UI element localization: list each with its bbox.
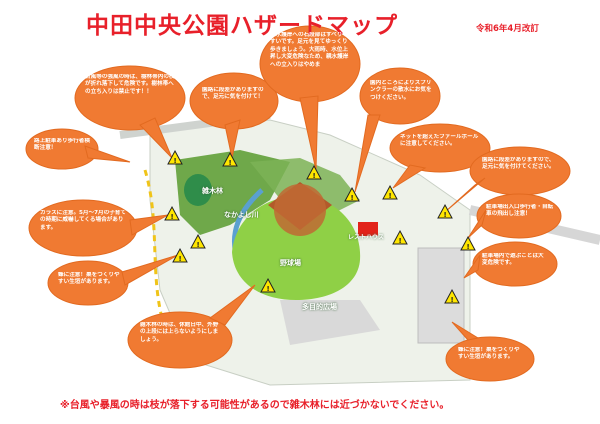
callout-pointer <box>299 95 319 171</box>
callout-bubble <box>127 311 233 369</box>
footer-warning: ※台風や暴風の時は枝が落下する可能性があるので雑木林には近づかないでください。 <box>60 400 450 411</box>
callout-path-step: 園路に段差がありますので、足元に気を付けてください。 <box>482 157 555 171</box>
svg-text:!: ! <box>467 243 470 251</box>
label-baseball-field: 野球場 <box>280 259 301 267</box>
callout-bubble <box>476 193 562 239</box>
callout-bees-1: 蜂に注意！巣をつくりやすい生垣があります。 <box>58 272 120 286</box>
parking-lot <box>417 247 465 344</box>
warning-icon <box>444 288 460 304</box>
svg-text:!: ! <box>229 159 232 167</box>
svg-text:!: ! <box>174 157 177 165</box>
svg-text:!: ! <box>197 241 200 249</box>
infield-dirt <box>274 184 326 236</box>
svg-text:!: ! <box>451 296 454 304</box>
warning-icon <box>260 277 276 293</box>
warning-icon <box>172 247 188 263</box>
callout-pointer <box>129 214 169 236</box>
multipurpose-plaza <box>280 300 380 345</box>
callout-parking-exit: 駐車場出入口歩行者・自転車の飛出し注意！ <box>486 204 554 218</box>
callout-bubble <box>74 65 186 131</box>
green-tree <box>184 174 212 206</box>
callout-pointer <box>444 177 486 213</box>
warning-icon <box>460 235 476 251</box>
callout-waterfront: 親水護岸への石段部はすべりやすいです。足元を見てゆっくり歩きましょう。大雨時、水… <box>270 32 349 68</box>
revision-date: 令和6年4月改訂 <box>476 24 539 34</box>
warning-icon <box>222 151 238 167</box>
callout-pointer <box>451 321 480 341</box>
warning-icon <box>306 164 322 180</box>
svg-text:!: ! <box>179 255 182 263</box>
callout-bubble <box>472 241 558 287</box>
callout-pointer <box>224 119 241 159</box>
callout-typhoon: 台風等の強風の時は、樹林帯内の枝が折れ落下して危険です。樹林帯への立ち入りは禁止… <box>85 74 175 95</box>
callout-crow: カラスに注意。5月〜7月の子育ての時期に威嚇してくる場合があります。 <box>40 210 126 231</box>
svg-text:!: ! <box>444 211 447 219</box>
label-stream: なかよし川 <box>224 211 259 219</box>
callout-bees-2: 蜂に注意！巣をつくりやすい生垣があります。 <box>458 347 520 361</box>
warning-icons: ! ! ! ! ! ! ! ! ! ! ! ! ! <box>164 149 476 304</box>
svg-text:!: ! <box>313 172 316 180</box>
svg-text:!: ! <box>399 237 402 245</box>
svg-text:!: ! <box>351 194 354 202</box>
label-woodland: 雑木林 <box>202 187 223 195</box>
callout-slope: 園路に段差がありますので、足元に気を付けて！ <box>202 87 264 101</box>
callout-bubble <box>445 336 535 382</box>
callout-bubble <box>389 123 491 173</box>
callout-festival: 雑木林の時は、休館日中、外野の上段には上らないようにしましょう。 <box>140 322 219 343</box>
warning-icon <box>382 184 398 200</box>
svg-text:!: ! <box>171 213 174 221</box>
callout-pointer <box>209 284 256 326</box>
callout-pointer <box>121 254 179 286</box>
callout-pointer <box>354 114 381 193</box>
svg-text:!: ! <box>389 192 392 200</box>
warning-icon <box>167 149 183 165</box>
warning-icon <box>164 205 180 221</box>
warning-icon <box>392 229 408 245</box>
callout-pointer <box>392 164 427 189</box>
callout-foul-ball: ネットを超えたファールボールに注意してください。 <box>400 134 479 148</box>
callout-pointer <box>139 117 173 159</box>
callout-bubble <box>25 128 99 170</box>
warning-icon <box>190 233 206 249</box>
warning-icon <box>437 203 453 219</box>
callout-sprinkler: 園内ところによりスプリンクラーの散水にお気をつけください。 <box>370 80 432 101</box>
callout-pointer <box>467 209 487 239</box>
callout-parking-play: 駐車場内で遊ぶことは大変危険です。 <box>482 253 544 267</box>
callout-bubble <box>359 67 441 125</box>
callout-parking-road: 路上駐車あり歩行者横断注意！ <box>34 138 90 152</box>
warning-icon <box>344 186 360 202</box>
svg-text:!: ! <box>267 285 270 293</box>
baseball-field <box>232 196 361 300</box>
boundary-line <box>143 169 164 319</box>
label-rest-house: レストハウス <box>348 234 385 241</box>
callout-pointer <box>84 145 131 163</box>
page-title: 中田中央公園ハザードマップ <box>86 13 398 39</box>
rest-house-building <box>358 222 378 236</box>
callout-pointer <box>463 254 481 279</box>
label-plaza: 多目的広場 <box>302 303 337 311</box>
